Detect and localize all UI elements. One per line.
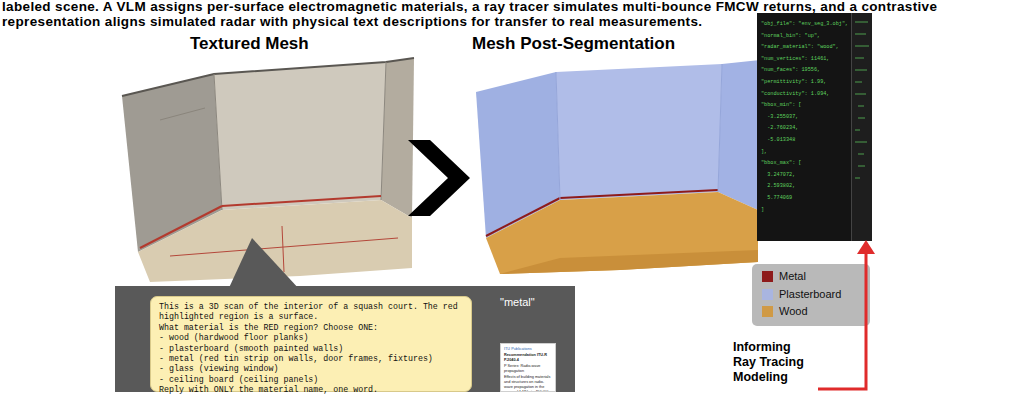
node-text: "radar_material": "wood",	[761, 42, 851, 54]
seg-metal-strip	[560, 190, 718, 198]
figure-caption: labeled scene. A VLM assigns per-surface…	[2, 0, 1020, 29]
node-text: 5.774069	[761, 193, 851, 205]
legend-text: Wood	[779, 305, 808, 317]
code-line	[858, 154, 864, 155]
node-text: "bbox_min": [	[761, 100, 851, 112]
node-text: What material is the RED region? Choose …	[159, 323, 463, 333]
node-text: - metal (red tin strip on walls, door fr…	[159, 354, 463, 364]
node-text: - wood (hardwood floor planks)	[159, 333, 463, 343]
node-text: - glass (viewing window)	[159, 364, 463, 374]
chevron-arrow	[408, 140, 470, 216]
arrow-head	[857, 240, 875, 254]
code-line	[855, 130, 860, 131]
code-lines	[855, 22, 869, 178]
vlm-query-band: "metal" This is a 3D scan of the interior…	[115, 286, 575, 392]
wall-top-edge	[122, 58, 414, 96]
seg-metal-strip	[486, 198, 560, 236]
code-line	[855, 94, 866, 95]
legend-swatch	[762, 289, 773, 300]
node-text: "permittivity": 1.99,	[761, 77, 851, 89]
node-text: -5.013348	[761, 135, 851, 147]
node-text: "num_faces": 19556,	[761, 65, 851, 77]
node-text: "obj_file": "env_seg_3.obj",	[761, 19, 851, 31]
wall-line	[160, 108, 205, 120]
node-text: P Series: Radio-wave propagation	[504, 364, 552, 374]
node-text: -2.760234,	[761, 123, 851, 135]
node-text: Textured Mesh	[190, 34, 309, 54]
seg-back-wall	[556, 64, 722, 200]
right-wall	[381, 58, 414, 218]
code-line	[855, 70, 867, 71]
wall-corner	[214, 74, 222, 210]
node-text: This is a 3D scan of the interior of a s…	[159, 302, 463, 323]
code-line	[855, 34, 866, 35]
node-text: - plasterboard (smooth painted walls)	[159, 344, 463, 354]
code-line	[858, 166, 865, 167]
code-line	[855, 46, 869, 47]
feedback-arrow	[818, 252, 866, 389]
node-text: "conductivity": 1.094,	[761, 89, 851, 101]
code-line	[858, 106, 864, 107]
segmented-mesh-panel: Mesh Post-Segmentation	[470, 34, 762, 274]
itu-document-thumbnail: ITU PublicationsRecommendation ITU-R P.2…	[500, 343, 556, 392]
floor-line	[282, 226, 284, 272]
node-text: Reply with ONLY the material name, one w…	[159, 385, 463, 395]
node-text: "num_vertices": 11461,	[761, 54, 851, 66]
code-line	[855, 82, 862, 83]
floor-line	[170, 238, 398, 256]
back-wall	[214, 62, 386, 210]
seg-corner	[556, 72, 560, 200]
node-text: "normal_bin": "up",	[761, 31, 851, 43]
code-line	[858, 118, 865, 119]
node-text: "metal"	[500, 296, 535, 308]
node-text: Effects of building materials and struct…	[504, 375, 552, 392]
node-text: 2.593802,	[761, 181, 851, 193]
textured-mesh-panel: Textured Mesh	[118, 34, 412, 282]
tin-strip	[222, 196, 381, 206]
node-text: ]	[761, 205, 851, 217]
legend-text: Plasterboard	[779, 288, 841, 300]
seg-floor	[486, 192, 758, 274]
legend-text: Metal	[779, 270, 806, 282]
node-text: -3.255037,	[761, 112, 851, 124]
node-text: "bbox_max": [	[761, 158, 851, 170]
legend-swatch	[762, 306, 773, 317]
node-text: - ceiling board (ceiling panels)	[159, 375, 463, 385]
wall-corner	[381, 62, 386, 200]
seg-floor-shade	[500, 250, 758, 274]
callout-pointer	[228, 238, 300, 290]
node-text: ITU Publications	[504, 347, 552, 352]
legend-swatch	[762, 271, 773, 282]
legend-box	[752, 264, 870, 326]
code-line	[855, 22, 868, 23]
json-material-panel: "obj_file": "env_seg_3.obj","normal_bin"…	[757, 13, 852, 241]
vlm-prompt-box: This is a 3D scan of the interior of a s…	[150, 296, 472, 392]
node-text: Mesh Post-Segmentation	[472, 34, 675, 54]
node-text: ],	[761, 147, 851, 159]
node-text: 3.247072,	[761, 170, 851, 182]
seg-corner	[718, 64, 722, 192]
annotation-label: Informing Ray Tracing Modeling	[733, 340, 813, 385]
seg-right-wall	[718, 60, 760, 210]
tin-strip	[140, 206, 222, 248]
node-text: Recommendation ITU-R P.2040-4	[504, 353, 552, 363]
code-line	[855, 58, 864, 59]
code-line	[855, 142, 867, 143]
code-line	[855, 178, 860, 179]
